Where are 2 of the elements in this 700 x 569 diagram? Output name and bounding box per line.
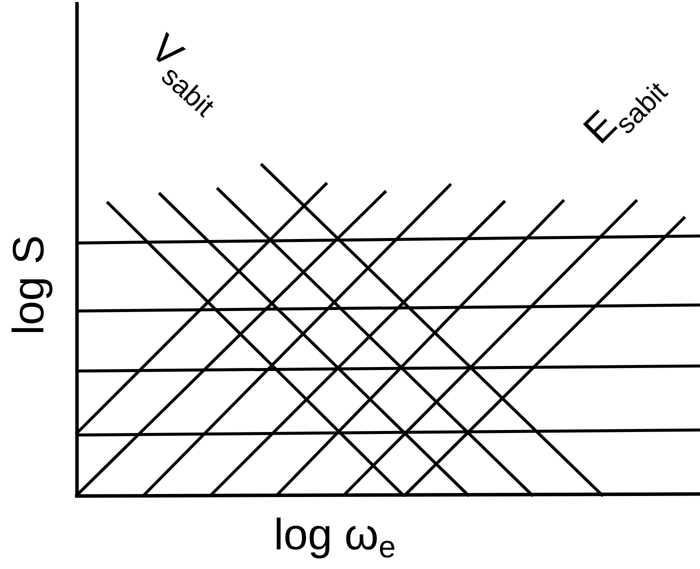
axis-label: log ω$_{e}$	[276, 518, 394, 558]
axis-label: log S	[12, 237, 52, 332]
